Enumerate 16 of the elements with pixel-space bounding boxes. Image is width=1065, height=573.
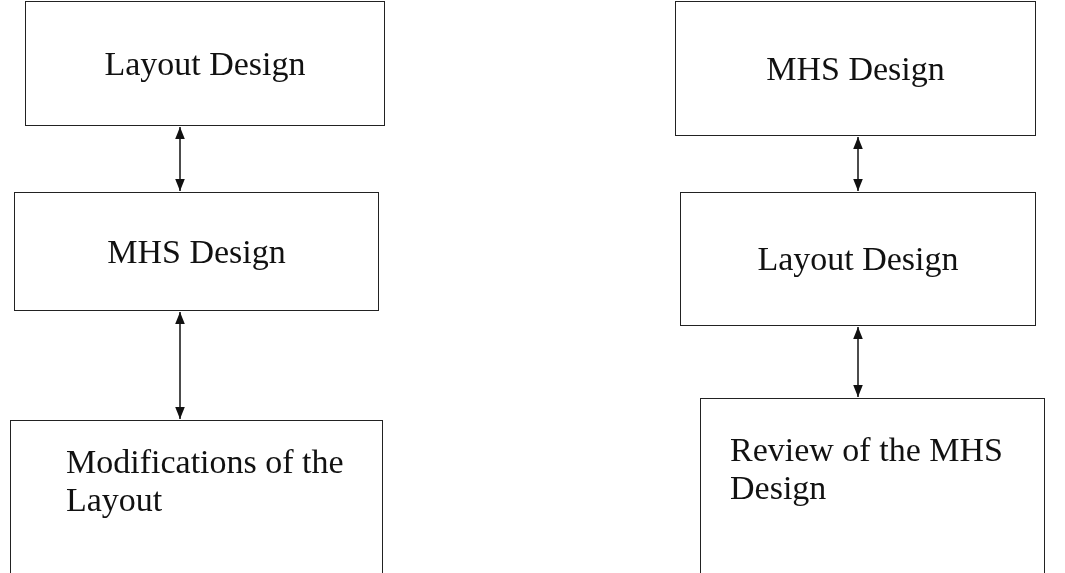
arrow [853,136,863,192]
process-box [675,1,1036,136]
process-box [10,420,383,573]
process-box [700,398,1045,573]
arrow [175,126,185,192]
process-box [680,192,1036,326]
box-label: MHS Design [107,232,286,271]
process-box [14,192,379,311]
box-label: MHS Design [766,49,945,88]
box-label: Layout Design [104,44,306,83]
box-label: Layout Design [757,240,959,278]
box-label: Review of the MHS Design [730,431,1004,506]
arrow [853,326,863,398]
arrow [175,311,185,420]
process-box [25,1,385,126]
box-label: Modifications of the Layout [66,443,345,518]
